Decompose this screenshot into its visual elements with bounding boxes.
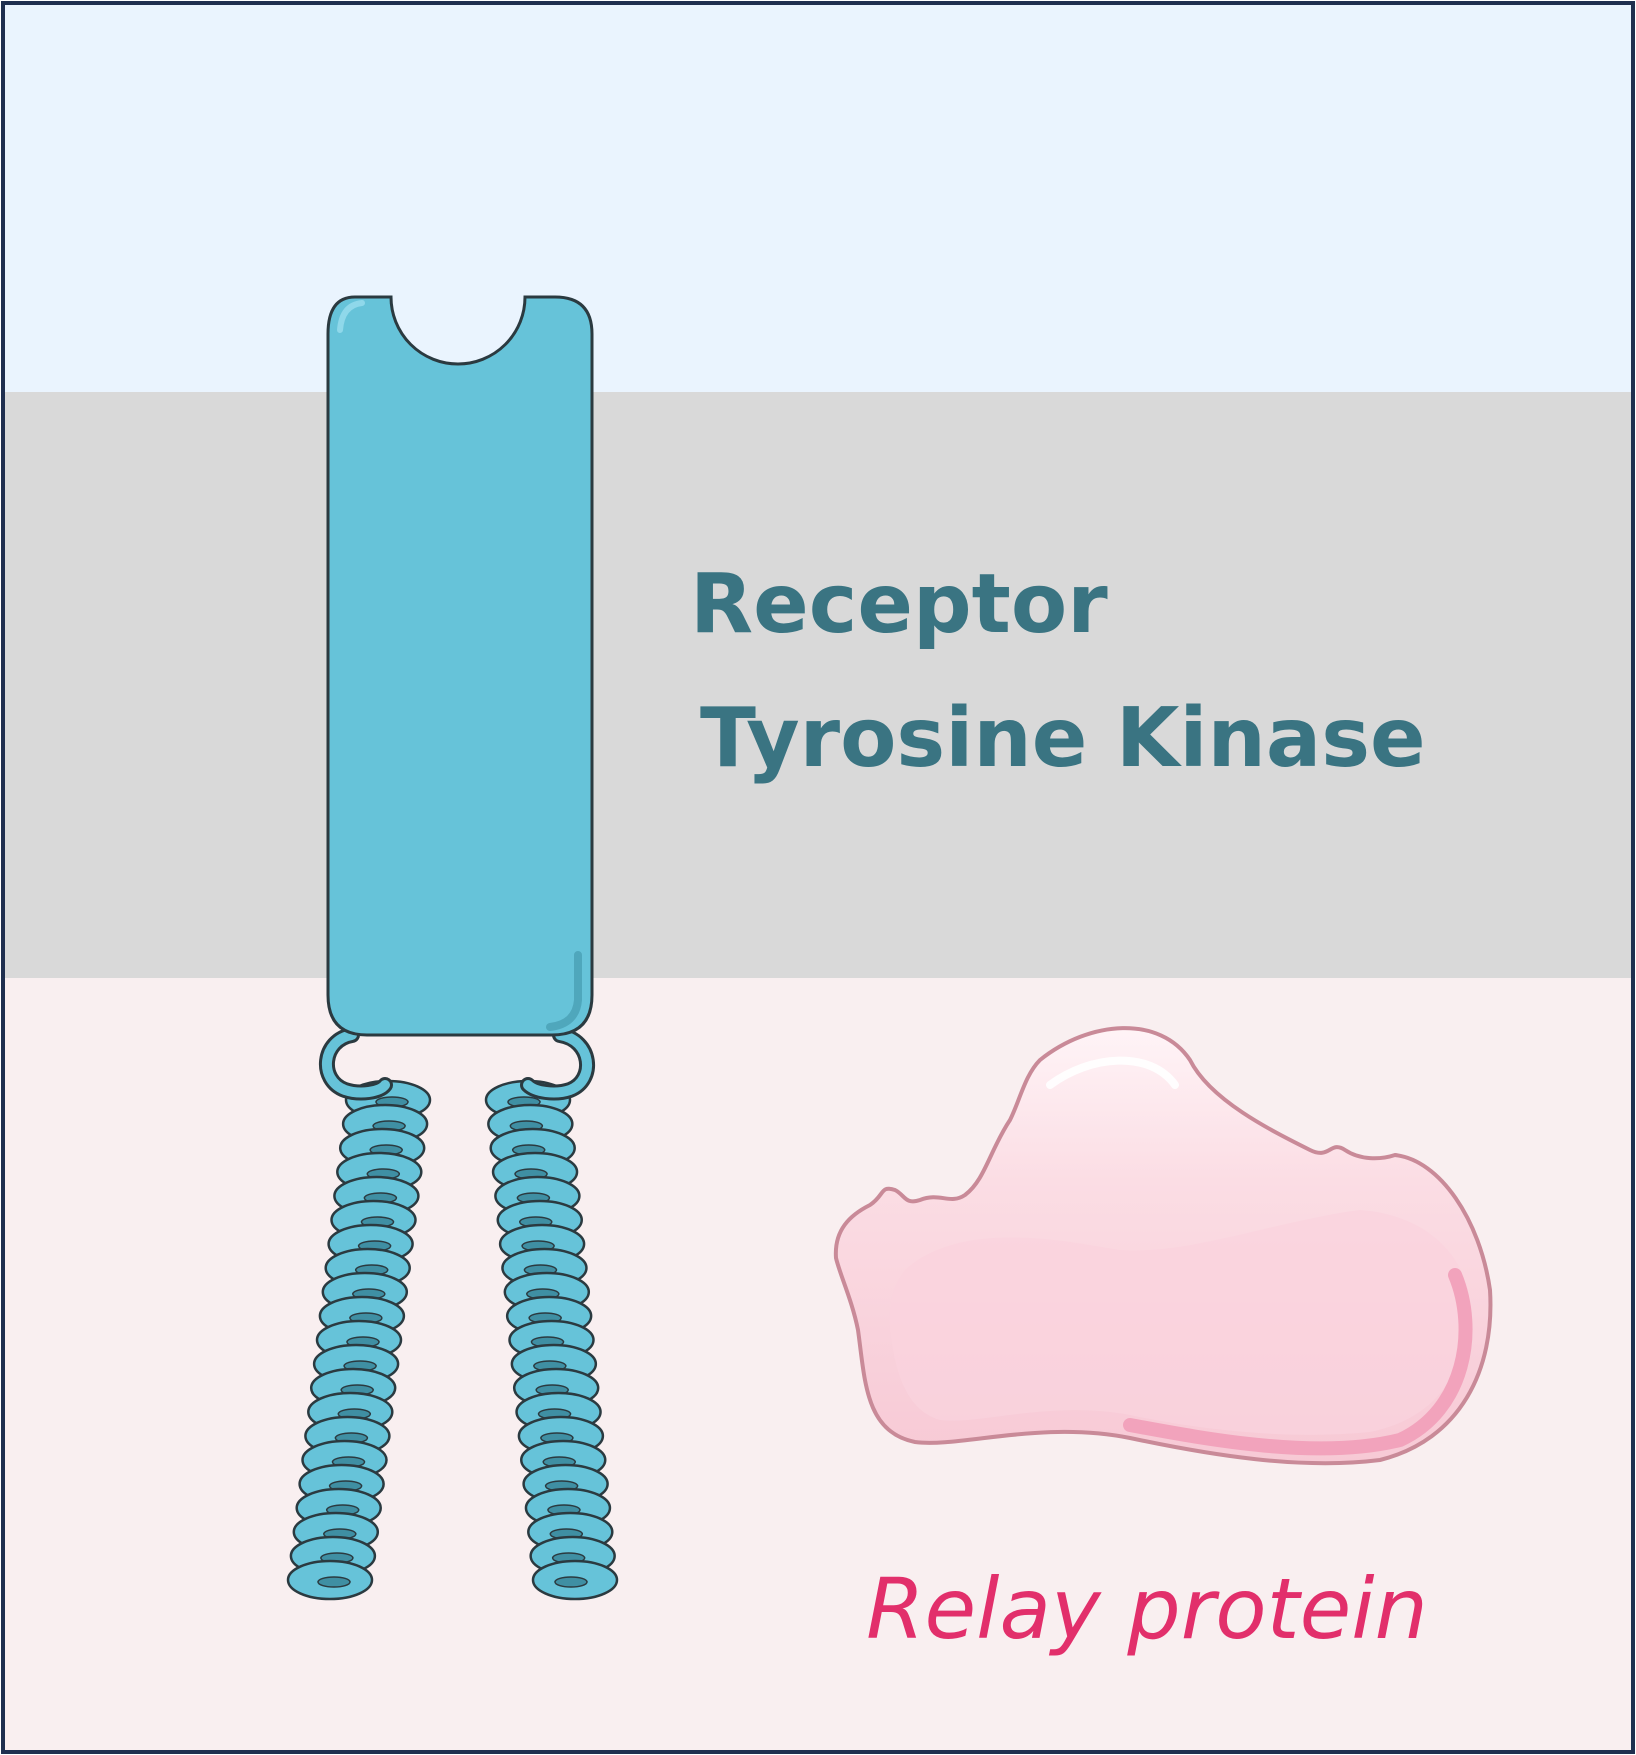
relay-protein-inner-shade [889,1210,1470,1435]
receptor-left-coil [286,1079,432,1601]
receptor-right-coil [484,1079,619,1601]
receptor-highlight [337,300,365,333]
extracellular-region [4,4,1632,392]
left-coil-groove [317,1576,351,1588]
relay-protein-label: Relay protein [866,1560,1428,1658]
receptor-shadow [546,951,582,1031]
receptor-body [326,295,594,1037]
left-loop-connector-inner [322,1030,390,1098]
relay-protein-dark-rim [1123,1268,1473,1456]
relay-protein-highlight [1046,1056,1179,1089]
right-coil-groove [554,1576,588,1588]
right-loop-connector-inner [523,1030,593,1098]
receptor-label-line2: Tyrosine Kinase [700,691,1426,786]
receptor-label-line1: Receptor [690,557,1108,652]
membrane-region [4,392,1632,978]
